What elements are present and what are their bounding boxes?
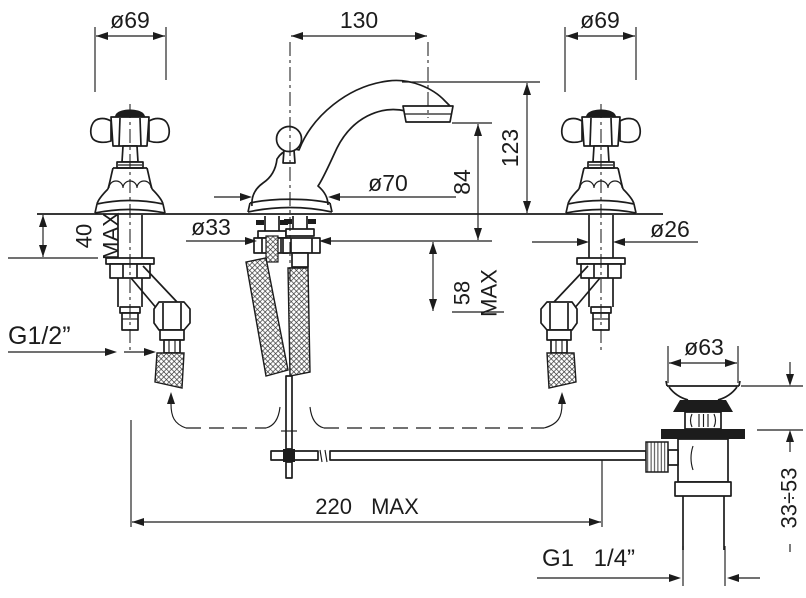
spout-popup-knob (275, 125, 303, 153)
dim-label-dia70: ø70 (368, 170, 408, 196)
dim-drain-clamp-33-53: 33÷53 (741, 362, 803, 552)
left-supply-branch (130, 265, 191, 389)
dim-total-height-123: 123 (402, 81, 540, 213)
dim-label-g114: G1 1/4” (542, 545, 635, 572)
dim-label-dia69-right: ø69 (580, 7, 620, 33)
center-flex-hose-right (287, 267, 311, 377)
centerlines (129, 42, 602, 352)
pop-up-rod-linkage (270, 375, 647, 479)
right-handle-assembly (540, 108, 642, 389)
dim-hole-diameter-33: ø33 (186, 214, 492, 245)
dim-handle-right-diameter: ø69 (564, 7, 637, 92)
dim-label-40-max: MAX (99, 212, 124, 260)
dim-label-dia63: ø63 (684, 334, 724, 360)
drain-assembly (645, 380, 745, 550)
dim-label-dia69-left: ø69 (110, 7, 150, 33)
dim-outlet-height-84: 84 (449, 122, 492, 240)
dim-spout-reach: 130 (291, 7, 427, 40)
dim-label-130: 130 (340, 7, 378, 33)
center-flex-hose-left (245, 257, 289, 377)
dim-label-g12: G1/2” (8, 322, 71, 350)
right-flex-hose (546, 352, 577, 389)
spout-mounting-hardware (253, 216, 321, 268)
dim-shank-diameter-26: ø26 (532, 216, 698, 246)
dim-rod-reach-220-max: 220 MAX (130, 420, 603, 527)
left-handle-assembly (89, 108, 191, 389)
dim-base-diameter-70: ø70 (214, 170, 456, 201)
dim-label-40: 40 (72, 224, 97, 248)
dim-label-123: 123 (497, 129, 523, 167)
dim-label-33-53: 33÷53 (777, 467, 802, 528)
dimension-annotations: ø69 130 ø69 123 84 (8, 7, 803, 586)
dim-deck-thickness-40-max: 40 MAX (8, 212, 124, 260)
dim-label-220-max: 220 MAX (315, 494, 419, 519)
dim-drain-flange-dia63: ø63 (667, 334, 739, 383)
hose-routing-dashed (167, 392, 566, 429)
drain-rod-knob (645, 441, 669, 473)
dim-label-dia33: ø33 (191, 214, 231, 240)
dim-label-58: 58 (450, 281, 475, 305)
dim-label-58-max: MAX (477, 269, 502, 317)
dim-label-84: 84 (449, 169, 475, 195)
right-supply-branch (540, 265, 601, 389)
dim-label-dia26: ø26 (650, 216, 690, 242)
dim-handle-left-diameter: ø69 (94, 7, 167, 92)
left-flex-hose (154, 352, 185, 389)
dim-drain-thread-g114: G1 1/4” (537, 545, 760, 586)
dim-supply-thread-g12: G1/2” (8, 322, 156, 356)
spout-assembly (245, 79, 454, 377)
dim-under-deck-58-max: 58 MAX (429, 242, 504, 317)
